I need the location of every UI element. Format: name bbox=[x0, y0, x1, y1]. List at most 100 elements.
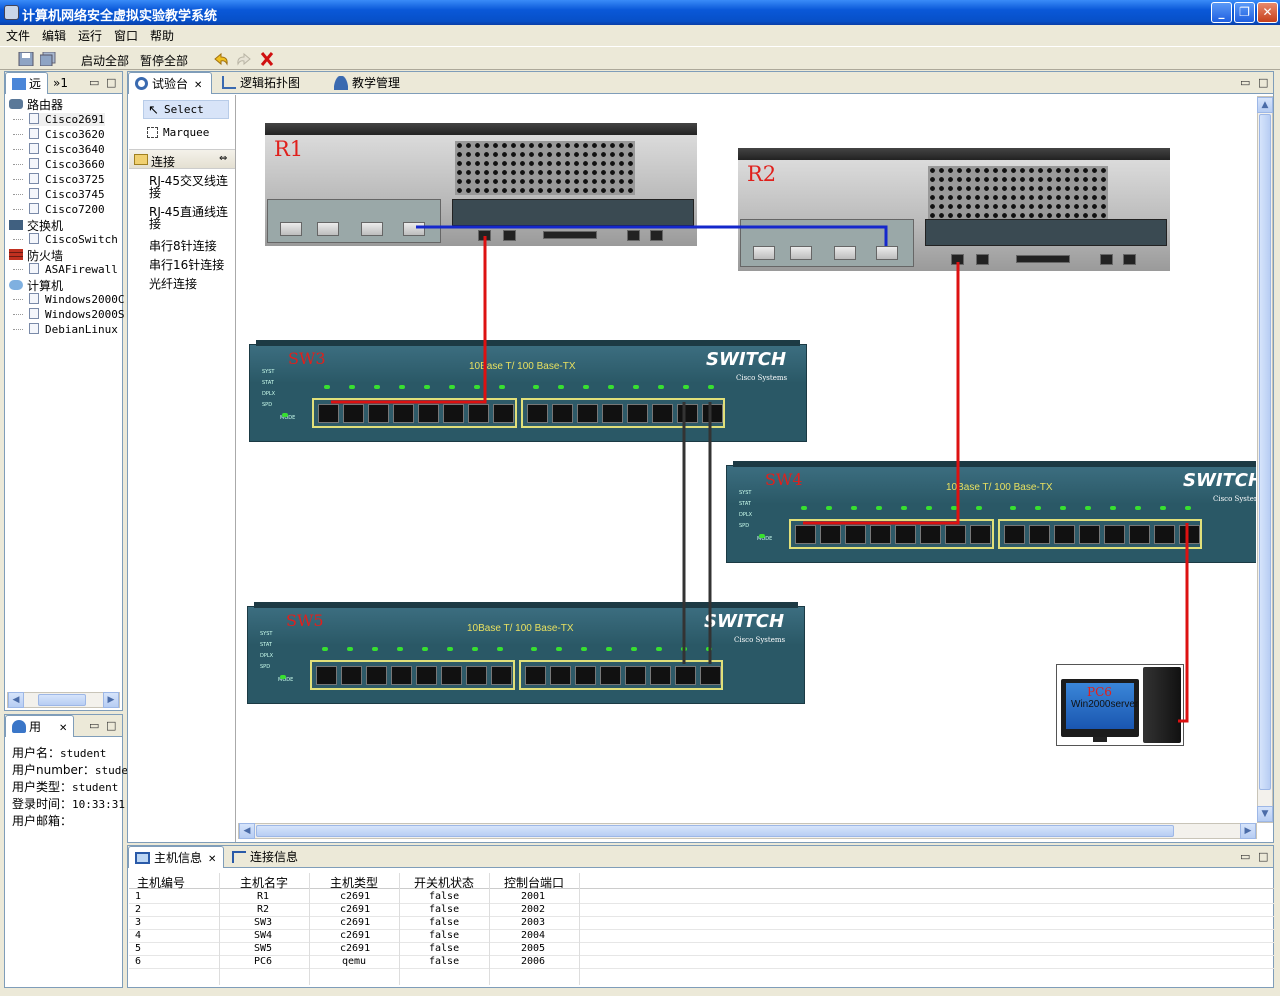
switch-port[interactable] bbox=[550, 666, 571, 685]
connection-drawer-header[interactable]: 连接⇔ bbox=[129, 149, 235, 169]
panel-maximize-icon[interactable]: □ bbox=[1258, 850, 1269, 863]
start-all-button[interactable]: 启动全部 bbox=[81, 54, 130, 68]
tree-horizontal-scrollbar[interactable]: ◀ ▶ bbox=[7, 692, 120, 708]
switch-port[interactable] bbox=[393, 404, 414, 423]
switch-port[interactable] bbox=[418, 404, 439, 423]
panel-minimize-icon[interactable]: ▭ bbox=[1240, 850, 1251, 863]
panel-minimize-icon[interactable]: ▭ bbox=[89, 76, 100, 89]
serial8-tool[interactable]: 串行8针连接 bbox=[149, 239, 217, 253]
switch-port[interactable] bbox=[525, 666, 546, 685]
tree-item-cisco3620[interactable]: Cisco3620 bbox=[13, 128, 105, 141]
switch-port[interactable] bbox=[600, 666, 621, 685]
menu-help[interactable]: 帮助 bbox=[150, 29, 175, 43]
switch-port[interactable] bbox=[441, 666, 462, 685]
switch-port[interactable] bbox=[677, 404, 698, 423]
switch-port[interactable] bbox=[870, 525, 891, 544]
panel-maximize-icon[interactable]: □ bbox=[106, 719, 117, 732]
switch-port[interactable] bbox=[1154, 525, 1175, 544]
tree-item-cisco3725[interactable]: Cisco3725 bbox=[13, 173, 105, 186]
switch-port[interactable] bbox=[316, 666, 337, 685]
scroll-up-icon[interactable]: ▲ bbox=[1257, 97, 1273, 113]
switch-port[interactable] bbox=[575, 666, 596, 685]
router-r1[interactable]: R1 bbox=[265, 123, 697, 246]
close-tab-icon[interactable]: ✕ bbox=[194, 80, 203, 91]
save-all-icon[interactable] bbox=[40, 52, 56, 66]
tab-more[interactable]: »1 bbox=[53, 76, 68, 90]
switch-port[interactable] bbox=[700, 666, 721, 685]
tree-item-windows2000s[interactable]: Windows2000S bbox=[12, 308, 124, 321]
collapse-icon[interactable]: ⇔ bbox=[219, 153, 228, 164]
close-tab-icon[interactable]: ✕ bbox=[208, 854, 217, 865]
switch-port[interactable] bbox=[795, 525, 816, 544]
redo-icon[interactable] bbox=[236, 52, 252, 66]
switch-port[interactable] bbox=[675, 666, 696, 685]
switch-port[interactable] bbox=[527, 404, 548, 423]
switch-port[interactable] bbox=[702, 404, 723, 423]
switch-port[interactable] bbox=[945, 525, 966, 544]
router-r2[interactable]: R2 bbox=[738, 148, 1170, 271]
switch-port[interactable] bbox=[1079, 525, 1100, 544]
rj45-crossover-tool[interactable]: RJ-45交叉线连接 bbox=[149, 174, 229, 200]
switch-port[interactable] bbox=[577, 404, 598, 423]
switch-port[interactable] bbox=[895, 525, 916, 544]
scroll-down-icon[interactable]: ▼ bbox=[1257, 806, 1273, 822]
switch-port[interactable] bbox=[602, 404, 623, 423]
tree-category-firewall[interactable]: 防火墙 bbox=[9, 247, 63, 264]
tree-item-cisco3745[interactable]: Cisco3745 bbox=[13, 188, 105, 201]
menu-edit[interactable]: 编辑 bbox=[42, 29, 67, 43]
tree-category-switches[interactable]: 交换机 bbox=[9, 217, 63, 234]
switch-port[interactable] bbox=[1179, 525, 1200, 544]
switch-port[interactable] bbox=[493, 404, 514, 423]
tree-category-computers[interactable]: 计算机 bbox=[9, 277, 63, 294]
scroll-right-icon[interactable]: ▶ bbox=[103, 692, 119, 708]
scroll-right-icon[interactable]: ▶ bbox=[1240, 823, 1256, 839]
switch-port[interactable] bbox=[1004, 525, 1025, 544]
tree-item-cisco7200[interactable]: Cisco7200 bbox=[13, 203, 105, 216]
menu-run[interactable]: 运行 bbox=[78, 29, 103, 43]
rj45-straight-tool[interactable]: RJ-45直通线连接 bbox=[149, 205, 229, 231]
switch-port[interactable] bbox=[368, 404, 389, 423]
select-tool[interactable]: ↖Select bbox=[143, 100, 229, 119]
close-button[interactable]: ✕ bbox=[1257, 2, 1278, 23]
switch-port[interactable] bbox=[1054, 525, 1075, 544]
switch-port[interactable] bbox=[343, 404, 364, 423]
switch-port[interactable] bbox=[652, 404, 673, 423]
switch-port[interactable] bbox=[366, 666, 387, 685]
panel-minimize-icon[interactable]: ▭ bbox=[89, 719, 100, 732]
switch-port[interactable] bbox=[552, 404, 573, 423]
switch-port[interactable] bbox=[318, 404, 339, 423]
delete-icon[interactable] bbox=[259, 52, 275, 66]
switch-sw3[interactable]: SW3 SWITCH 10Base T/ 100 Base-TX Cisco S… bbox=[249, 340, 807, 442]
switch-port[interactable] bbox=[625, 666, 646, 685]
pc-pc6[interactable]: PC6 Win2000server bbox=[1056, 664, 1184, 746]
canvas-vertical-scrollbar[interactable]: ▲ ▼ bbox=[1257, 96, 1273, 823]
minimize-button[interactable]: _ bbox=[1211, 2, 1232, 23]
col-console-port[interactable]: 控制台端口 bbox=[504, 876, 565, 890]
switch-port[interactable] bbox=[1104, 525, 1125, 544]
editor-minimize-icon[interactable]: ▭ bbox=[1240, 76, 1251, 89]
tab-remote[interactable]: 远 bbox=[5, 72, 49, 94]
switch-port[interactable] bbox=[491, 666, 512, 685]
menu-file[interactable]: 文件 bbox=[6, 29, 31, 43]
col-power-state[interactable]: 开关机状态 bbox=[414, 876, 475, 890]
col-host-type[interactable]: 主机类型 bbox=[330, 876, 379, 890]
switch-port[interactable] bbox=[1029, 525, 1050, 544]
switch-sw4[interactable]: SW4 SWITCH 10Base T/ 100 Base-TX Cisco S… bbox=[726, 461, 1256, 563]
switch-port[interactable] bbox=[845, 525, 866, 544]
marquee-tool[interactable]: Marquee bbox=[143, 124, 229, 143]
switch-port[interactable] bbox=[970, 525, 991, 544]
tree-category-routers[interactable]: 路由器 bbox=[9, 96, 63, 113]
col-host-name[interactable]: 主机名字 bbox=[240, 876, 289, 890]
tab-teaching-management[interactable]: 教学管理 bbox=[328, 72, 418, 94]
panel-maximize-icon[interactable]: □ bbox=[106, 76, 117, 89]
tree-item-cisco3640[interactable]: Cisco3640 bbox=[13, 143, 105, 156]
maximize-button[interactable]: ❐ bbox=[1234, 2, 1255, 23]
scroll-left-icon[interactable]: ◀ bbox=[8, 692, 24, 708]
scroll-thumb[interactable] bbox=[38, 694, 86, 706]
